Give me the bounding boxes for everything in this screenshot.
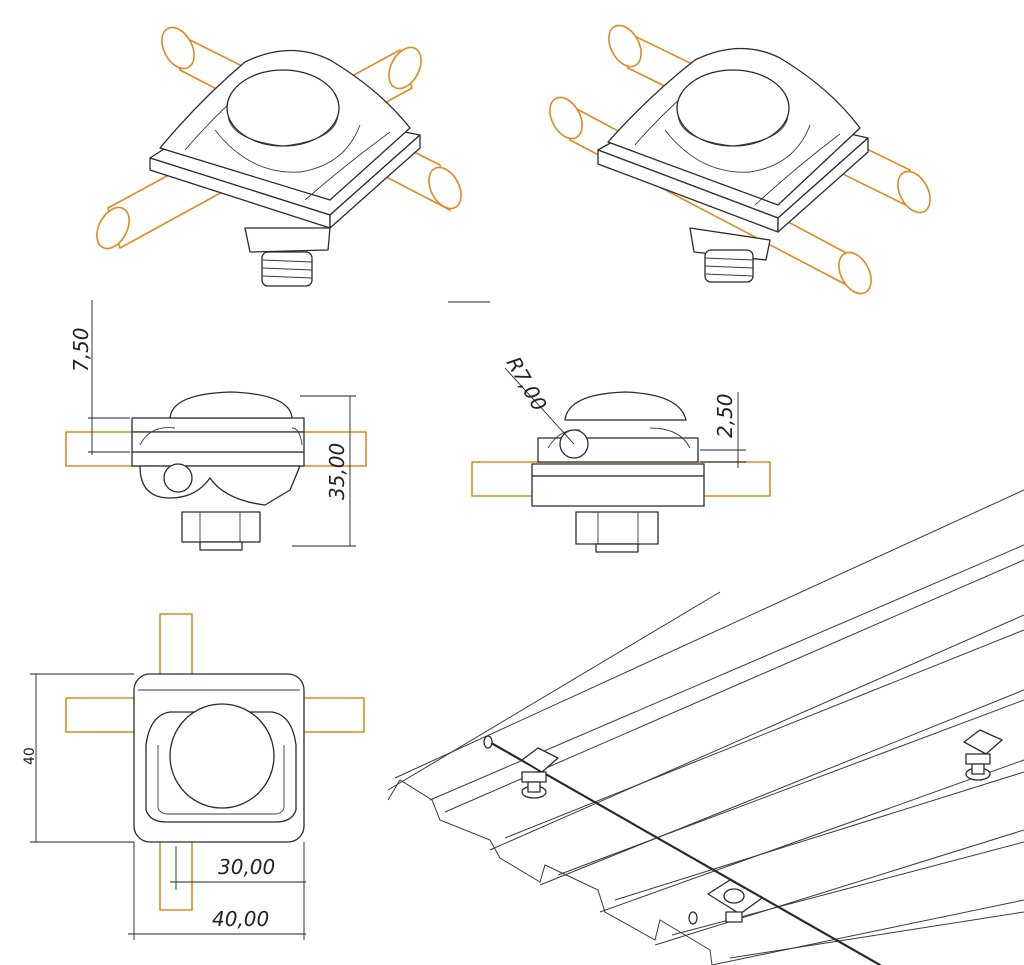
dim-side-gap-label: 2,50	[713, 393, 737, 438]
dim-front-top-gap-label: 7,50	[69, 327, 93, 372]
iso2-thread	[704, 249, 754, 283]
dim-side-gap: 2,50	[700, 392, 746, 468]
front-round-rod	[163, 463, 193, 493]
front-bolt-dome	[169, 391, 293, 419]
top-view: 40 30,00 40,00	[22, 613, 365, 940]
dim-top-outer-width-label: 40,00	[212, 907, 269, 931]
isometric-view-1	[96, 26, 462, 287]
top-bolt-head	[169, 703, 275, 809]
roof-sheet	[387, 489, 1024, 965]
side-bolt-dome	[564, 391, 687, 421]
dim-top-height-label: 40	[22, 747, 38, 765]
dim-front-height-label: 35,00	[325, 443, 349, 500]
roof-profile-edge	[387, 779, 713, 965]
dim-side-radius-label: R7,00	[502, 353, 552, 416]
dim-front-top-gap: 7,50	[69, 300, 130, 455]
roof-clamp-3	[707, 879, 763, 923]
iso2-bolt-head	[676, 69, 790, 147]
side-view: R7,00 2,50	[471, 353, 771, 553]
iso1-thread	[261, 251, 313, 287]
iso1-bolt-head	[226, 69, 340, 147]
dim-front-height: 35,00	[292, 395, 356, 547]
dim-top-inner-width-label: 30,00	[218, 855, 275, 879]
roof-clamp-2	[963, 729, 1003, 781]
roof-wire	[484, 738, 882, 965]
iso1-nut	[244, 227, 331, 253]
dim-top-outer-width: 40,00	[128, 842, 306, 940]
roof-clamp-1	[521, 747, 559, 799]
dim-top-height: 40	[22, 673, 134, 843]
front-nut	[181, 511, 261, 543]
dim-top-inner-width: 30,00	[170, 842, 306, 940]
side-nut	[575, 511, 659, 545]
front-view: 7,50 35,00	[65, 300, 367, 551]
dim-side-radius: R7,00	[502, 353, 575, 445]
isometric-view-2	[549, 24, 931, 295]
